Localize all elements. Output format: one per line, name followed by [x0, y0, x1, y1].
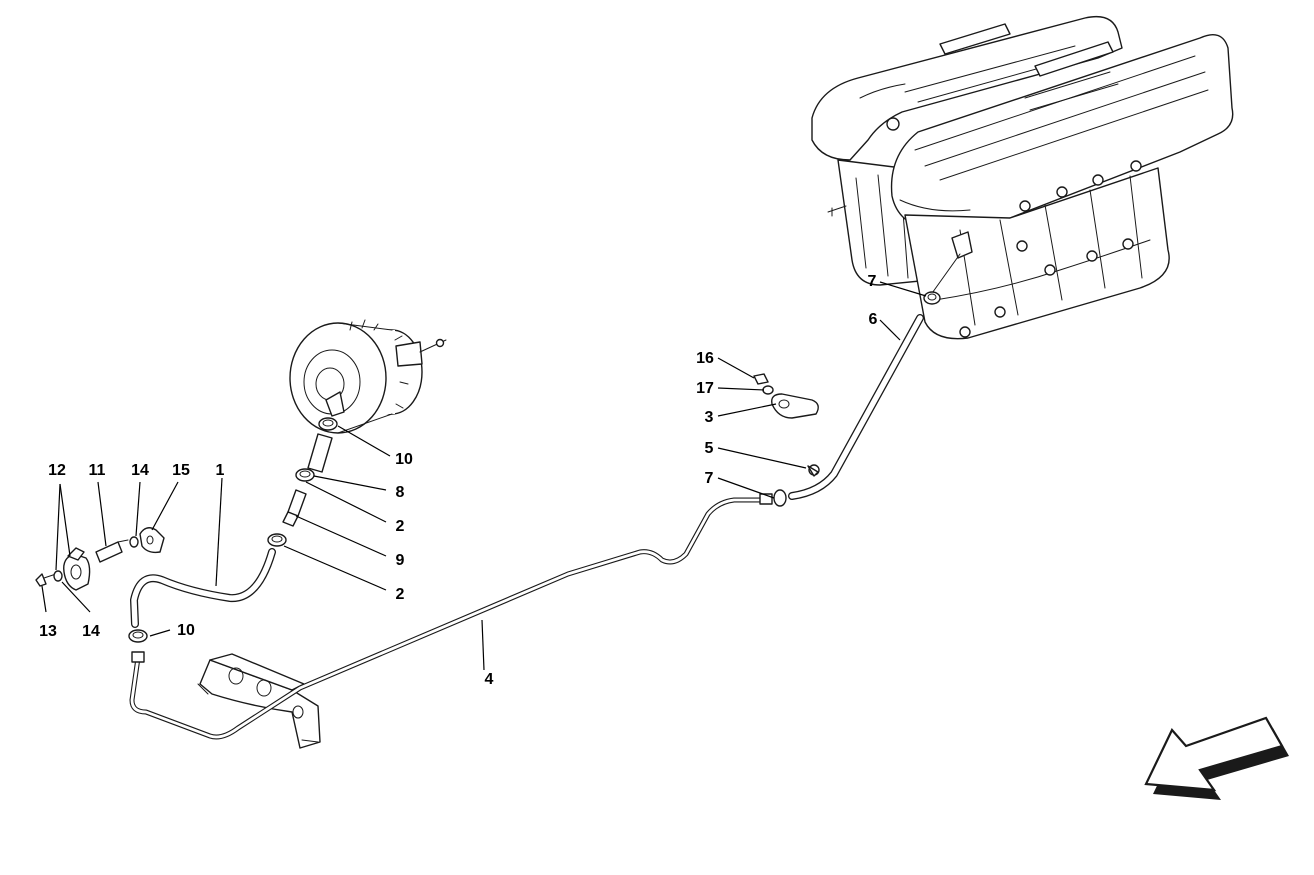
callout-14-lower: 14	[82, 623, 100, 640]
callout-7-upper: 7	[868, 273, 877, 290]
spacer-11	[95, 539, 129, 563]
callout-1: 1	[216, 462, 225, 479]
hose-clamp-2-lower	[267, 533, 287, 547]
brake-booster	[289, 319, 447, 434]
washer-14-lower	[53, 570, 63, 582]
pipe-mounting-bracket	[197, 653, 321, 749]
callout-16: 16	[696, 350, 714, 367]
vacuum-hose-1	[130, 548, 276, 628]
callout-3: 3	[705, 409, 714, 426]
clamp-12	[63, 547, 91, 591]
washer-14-upper	[129, 536, 139, 548]
vacuum-hose-6	[788, 253, 961, 500]
bolt-13	[35, 573, 57, 587]
callout-7-lower: 7	[705, 470, 714, 487]
vacuum-pipe-4	[129, 497, 769, 740]
hose-clamp-2-upper	[295, 468, 315, 482]
callout-15: 15	[172, 462, 190, 479]
callout-13: 13	[39, 623, 57, 640]
nut-16	[753, 373, 769, 385]
callout-4: 4	[485, 671, 494, 688]
clip-15	[139, 527, 165, 554]
hose-clamp-10-lower	[128, 629, 148, 663]
leader-lines	[41, 281, 927, 671]
callout-8: 8	[396, 484, 405, 501]
washer-17	[762, 385, 774, 395]
screw-5	[807, 464, 820, 477]
callout-14-upper: 14	[131, 462, 149, 479]
arrow-left-down-icon	[1144, 716, 1289, 800]
callout-2-upper: 2	[396, 518, 405, 535]
intake-manifold	[811, 15, 1234, 340]
callout-17: 17	[696, 380, 714, 397]
callout-10-lower: 10	[177, 622, 195, 639]
callout-11: 11	[89, 462, 106, 479]
hose-clamp-10-upper	[318, 417, 338, 431]
check-valve-9	[282, 489, 307, 527]
hose-8	[307, 433, 333, 473]
callout-5: 5	[705, 440, 714, 457]
callout-labels: 1 10 8 2 9 2 10 12 11 14 15 13 14 4 16 1…	[39, 273, 877, 688]
clip-3	[771, 393, 819, 419]
hose-clamp-7-upper	[923, 291, 941, 305]
manifold-logo-plates	[939, 23, 1114, 77]
callout-6: 6	[869, 311, 878, 328]
callout-12: 12	[48, 462, 66, 479]
callout-10-upper: 10	[395, 451, 413, 468]
callout-2-lower: 2	[396, 586, 405, 603]
callout-9: 9	[396, 552, 405, 569]
